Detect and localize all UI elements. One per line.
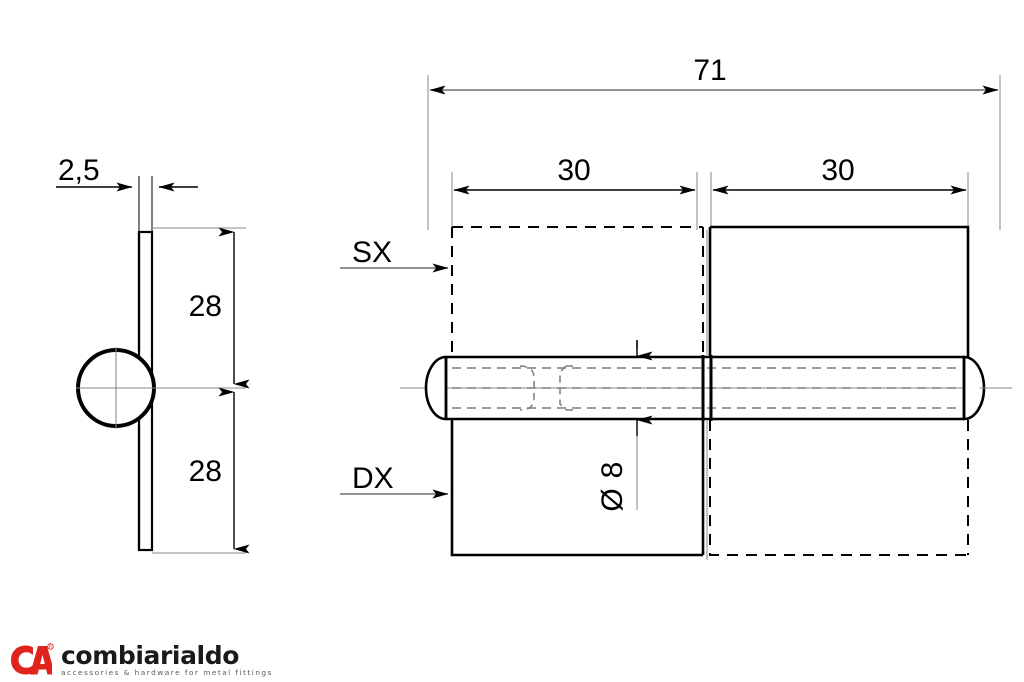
lower-left-leaf-visible [450,420,705,557]
pin-body [424,355,986,421]
left-side-view: 2,5 28 [56,154,250,554]
height-extension-lines [152,227,246,554]
callout-label-sx: SX [352,236,392,269]
svg-text:R: R [49,645,52,650]
dim-label-pin-diameter-group: 8 Ø [596,462,629,512]
lower-right-leaf-hidden [709,420,969,556]
dim-label-right-30: 30 [821,154,854,187]
dim-label-overall-71: 71 [693,54,726,87]
dim-label-lower-28: 28 [189,455,222,488]
upper-right-leaf-visible [708,225,970,357]
thickness-extension-lines [138,176,153,232]
leaf-joint-lines [701,355,713,421]
overall-extension-lines [427,75,1001,230]
ca-monogram-icon: R [8,643,54,677]
logo-company-name: combiarialdo [61,641,239,670]
logo-wordmark: combiarialdo accessories & hardware for … [61,643,273,677]
leaf-extension-lines [451,172,969,230]
dim-label-thickness: 2,5 [58,154,100,187]
logo-tagline: accessories & hardware for metal fitting… [61,668,273,677]
dim-label-left-30: 30 [557,154,590,187]
dim-label-pin-diameter-value: 8 [596,462,629,479]
callout-label-dx: DX [352,462,394,495]
diameter-symbol-icon: Ø [596,488,629,511]
upper-left-leaf-hidden [451,226,704,357]
right-front-view: 71 30 30 [340,54,1012,560]
company-logo: R combiarialdo accessories & hardware fo… [8,643,273,677]
pin-internal-hidden-lines [452,367,958,409]
pin-bushing-detail [519,365,574,411]
dim-label-upper-28: 28 [189,290,222,323]
